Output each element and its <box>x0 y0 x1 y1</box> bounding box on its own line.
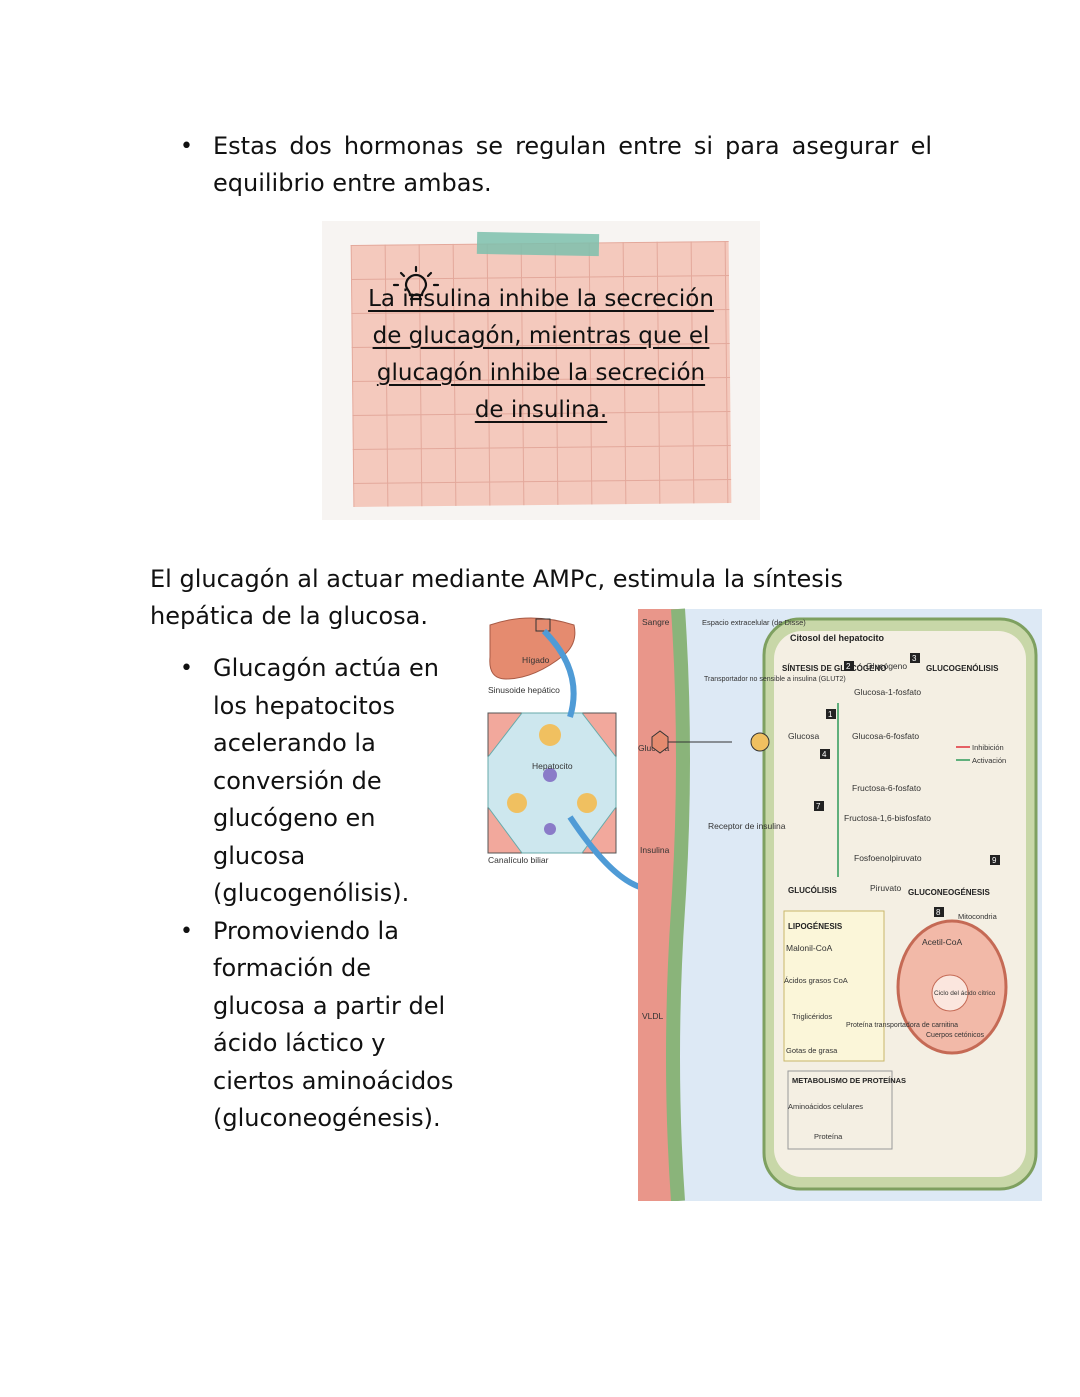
label-insulina: Insulina <box>640 845 670 855</box>
badge-number: 1 <box>828 710 833 719</box>
met-malonil: Malonil-CoA <box>786 943 833 953</box>
badge-number: 9 <box>992 856 997 865</box>
met-piruvato: Piruvato <box>870 883 901 893</box>
met-f16: Fructosa-1,6-bisfosfato <box>844 813 931 823</box>
met-gotas: Gotas de grasa <box>786 1046 838 1055</box>
badge-number: 7 <box>816 802 821 811</box>
section-gluconeogenesis: GLUCONEOGÉNESIS <box>908 888 990 897</box>
badge-number: 4 <box>822 750 827 759</box>
section-glucogenolisis: GLUCOGENÓLISIS <box>926 664 999 673</box>
list-item: • Promoviendo la formación de glucosa a … <box>180 913 470 1138</box>
met-g1p: Glucosa-1-fosfato <box>854 687 921 697</box>
section-lipogenesis: LIPOGÉNESIS <box>788 922 843 931</box>
met-acidos: Ácidos grasos CoA <box>784 976 848 985</box>
bullet-dot: • <box>180 656 193 681</box>
met-proteina: Proteína <box>814 1132 843 1141</box>
met-aminoacidos: Aminoácidos celulares <box>788 1102 863 1111</box>
label-hepatocito: Hepatocito <box>532 761 573 771</box>
met-glucogeno: Glucógeno <box>866 661 907 671</box>
section-sintesis: SÍNTESIS DE GLUCÓGENO <box>782 664 886 673</box>
label-sangre: Sangre <box>642 617 670 627</box>
met-trigliceridos: Triglicéridos <box>792 1012 832 1021</box>
met-pep: Fosfoenolpiruvato <box>854 853 922 863</box>
liver-metabolism-diagram: Hígado Sinusoide hepático Hepatocito Can… <box>487 608 1042 1201</box>
badge-number: 8 <box>936 908 941 917</box>
badge-number: 2 <box>846 662 851 671</box>
label-citosol: Citosol del hepatocito <box>790 633 885 643</box>
lightbulb-icon <box>392 265 440 301</box>
list-item: • Glucagón actúa en los hepatocitos acel… <box>180 650 470 913</box>
badge-number: 3 <box>912 654 917 663</box>
met-f6p: Fructosa-6-fosfato <box>852 783 921 793</box>
section-glucolisis: GLUCÓLISIS <box>788 886 838 895</box>
section-metabolismo: METABOLISMO DE PROTEÍNAS <box>792 1076 906 1085</box>
label-espacio: Espacio extracelular (de Disse) <box>702 618 806 627</box>
legend-inhibicion: Inhibición <box>972 743 1004 752</box>
met-acetil: Acetil-CoA <box>922 937 962 947</box>
label-sinusoide: Sinusoide hepático <box>488 685 560 695</box>
met-glucosa: Glucosa <box>788 731 819 741</box>
met-cuerpos: Cuerpos cetónicos <box>926 1032 984 1039</box>
met-mitocondria: Mitocondria <box>958 912 998 921</box>
label-glut2: Transportador no sensible a insulina (GL… <box>704 676 846 683</box>
bullet-list: • Glucagón actúa en los hepatocitos acel… <box>180 650 470 1138</box>
legend-activacion: Activación <box>972 756 1006 765</box>
label-vldl: VLDL <box>642 1011 664 1021</box>
paragraph-glucagon: El glucagón al actuar mediante AMPc, est… <box>150 565 843 630</box>
liver-schematic: Hígado Sinusoide hepático Hepatocito Can… <box>487 617 642 890</box>
bullet-dot: • <box>180 134 193 159</box>
note-text: La insulina inhibe la secreción de gluca… <box>368 286 714 423</box>
label-higado: Hígado <box>522 655 550 665</box>
sticky-note: La insulina inhibe la secreción de gluca… <box>322 221 760 520</box>
label-receptor: Receptor de insulina <box>708 821 786 831</box>
met-proteina-trans: Proteína transportadora de carnitina <box>846 1022 958 1029</box>
met-g6p: Glucosa-6-fosfato <box>852 731 919 741</box>
bullet-dot: • <box>180 918 193 944</box>
label-canaliculo: Canalículo biliar <box>488 855 549 865</box>
list-item-text: Glucagón actúa en los hepatocitos aceler… <box>213 654 439 907</box>
list-item-text: Promoviendo la formación de glucosa a pa… <box>213 916 454 1133</box>
note-tape <box>476 231 600 257</box>
met-ciclo: Ciclo del ácido cítrico <box>934 990 996 997</box>
bullet-intro-text: Estas dos hormonas se regulan entre si p… <box>213 132 932 197</box>
